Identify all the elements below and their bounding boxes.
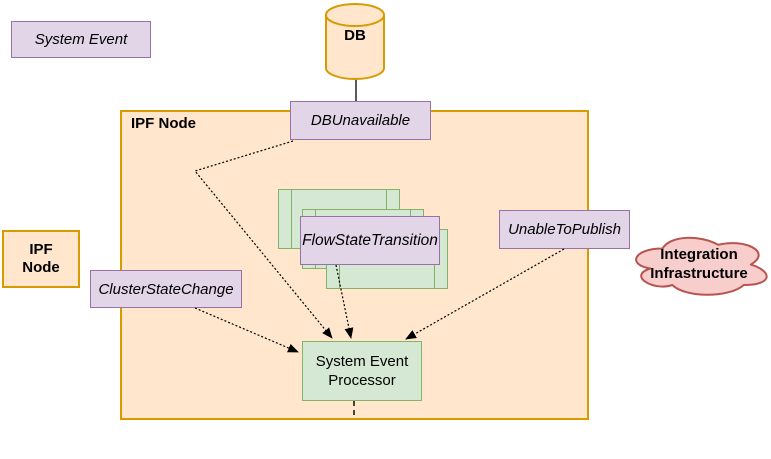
event-cluster-state-change: ClusterStateChange: [90, 270, 242, 308]
event-cluster-state-change-label: ClusterStateChange: [98, 280, 234, 298]
database-label: DB: [344, 27, 366, 44]
event-db-unavailable-label: DBUnavailable: [310, 112, 411, 129]
legend-ipf-node-box: IPF Node: [2, 230, 80, 288]
event-unable-to-publish: UnableToPublish: [499, 210, 630, 249]
database-node: DB: [325, 3, 385, 81]
system-event-processor-line2: Processor: [328, 372, 396, 389]
integration-infrastructure-label: Integration Infrastructure: [626, 245, 771, 283]
system-event-processor-line1: System Event: [315, 353, 409, 370]
event-db-unavailable: DBUnavailable: [290, 101, 431, 140]
legend-system-event-box: System Event: [11, 21, 151, 58]
integration-infrastructure-node: Integration Infrastructure: [626, 230, 771, 300]
cloud-icon: [635, 236, 768, 296]
stack-inner-line: [291, 190, 292, 248]
event-flow-state-transition: FlowStateTransition: [300, 216, 440, 265]
legend-ipf-node-line2: Node: [22, 259, 60, 276]
ipf-node-container-title: IPF Node: [131, 115, 197, 132]
event-unable-to-publish-label: UnableToPublish: [508, 221, 621, 238]
system-event-processor-node: System Event Processor: [302, 341, 422, 401]
event-flow-state-transition-label: FlowStateTransition: [302, 231, 438, 249]
integration-label-line1: Integration: [660, 246, 738, 263]
legend-system-event-label: System Event: [34, 31, 128, 48]
database-cylinder-icon: [325, 3, 385, 81]
integration-label-line2: Infrastructure: [650, 265, 748, 282]
legend-ipf-node-line1: IPF: [29, 241, 53, 258]
